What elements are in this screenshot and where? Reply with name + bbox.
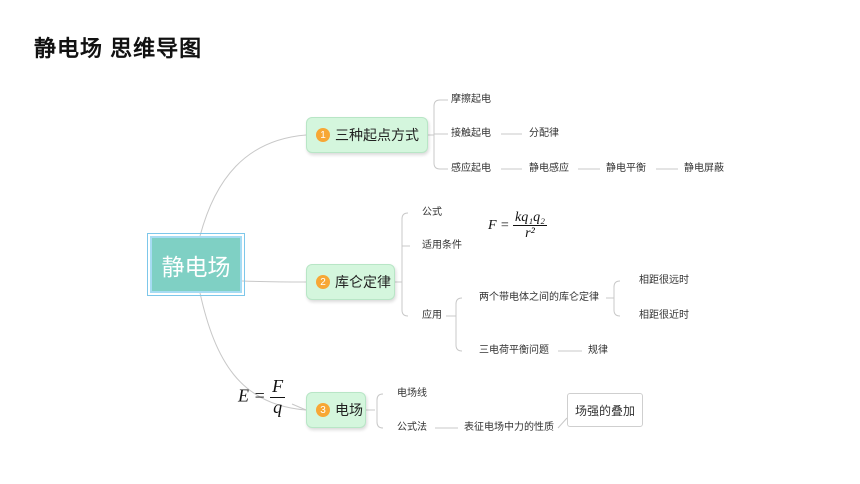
leaf-distribution-law[interactable]: 分配律: [529, 128, 559, 139]
leaf-three-charge-equilibrium[interactable]: 三电荷平衡问题: [479, 345, 549, 356]
leaf-application[interactable]: 应用: [422, 310, 442, 321]
formula-lhs: F =: [488, 218, 510, 234]
leaf-applicable-conditions[interactable]: 适用条件: [422, 240, 462, 251]
superposition-label: 场强的叠加: [574, 403, 635, 418]
root-node[interactable]: 静电场: [147, 233, 245, 296]
leaf-close-together[interactable]: 相距很近时: [639, 310, 689, 321]
branch-node-electric-field[interactable]: 3 电场: [306, 392, 366, 428]
number-badge-3: 3: [316, 403, 330, 417]
branch-label: 三种起点方式: [335, 127, 419, 143]
page-title: 静电场 思维导图: [34, 36, 203, 61]
leaf-static-equilibrium[interactable]: 静电平衡: [606, 163, 646, 174]
branch-node-coulomb-law[interactable]: 2 库仑定律: [306, 264, 395, 300]
leaf-far-apart[interactable]: 相距很远时: [639, 275, 689, 286]
formula-denominator: q: [273, 396, 283, 417]
branch-node-charging-methods[interactable]: 1 三种起点方式: [306, 117, 428, 153]
leaf-static-shielding[interactable]: 静电屏蔽: [684, 163, 724, 174]
leaf-force-property[interactable]: 表征电场中力的性质: [464, 422, 554, 433]
leaf-induction-charging[interactable]: 感应起电: [451, 163, 491, 174]
formula-denominator: r²: [525, 226, 535, 242]
field-superposition-box[interactable]: 场强的叠加: [567, 393, 643, 427]
formula-fraction: kq₁q₂ r²: [513, 210, 547, 242]
leaf-rule[interactable]: 规律: [588, 345, 608, 356]
leaf-field-lines[interactable]: 电场线: [397, 388, 427, 399]
leaf-formula[interactable]: 公式: [422, 207, 442, 218]
root-label: 静电场: [161, 253, 231, 280]
number-badge-2: 2: [316, 275, 330, 289]
formula-lhs: E =: [238, 385, 266, 406]
coulomb-formula: F = kq₁q₂ r²: [488, 210, 547, 242]
number-badge-1: 1: [316, 128, 330, 142]
leaf-formula-method[interactable]: 公式法: [397, 422, 427, 433]
leaf-contact-charging[interactable]: 接触起电: [451, 128, 491, 139]
leaf-coulomb-between-two-bodies[interactable]: 两个带电体之间的库仑定律: [479, 292, 599, 303]
formula-fraction: F q: [270, 376, 286, 418]
leaf-friction-charging[interactable]: 摩擦起电: [451, 94, 491, 105]
leaf-static-induction[interactable]: 静电感应: [529, 163, 569, 174]
formula-numerator: kq₁q₂: [513, 210, 547, 227]
field-formula: E = F q: [238, 376, 286, 418]
branch-label: 库仑定律: [335, 274, 391, 290]
branch-label: 电场: [335, 402, 363, 418]
formula-numerator: F: [270, 376, 286, 398]
